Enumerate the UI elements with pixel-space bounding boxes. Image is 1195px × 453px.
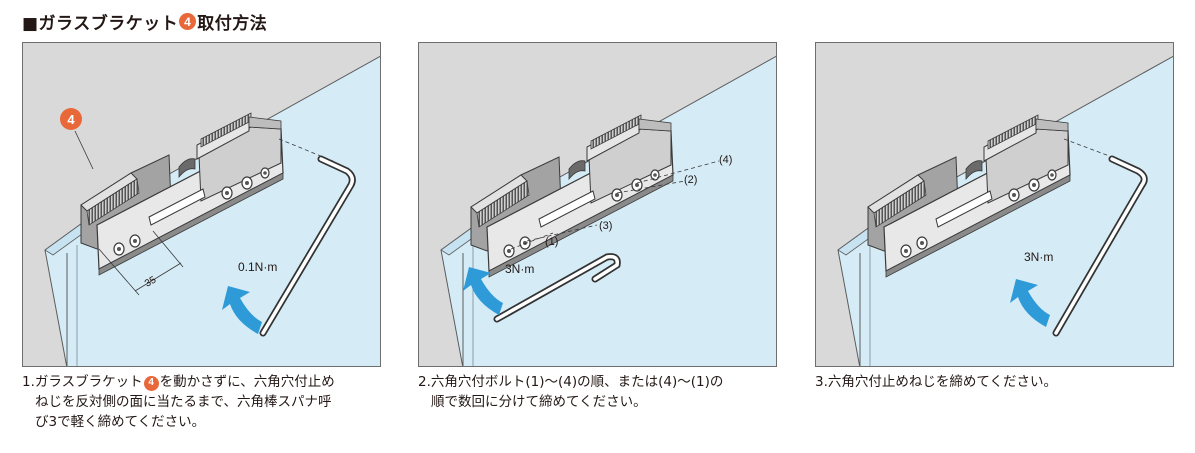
step-2-caption: 2.六角穴付ボルト(1)～(4)の順、または(4)～(1)の 順で数回に分けて締… [418,372,790,412]
section-title: ■ガラスブラケット 4 取付方法 [22,9,267,34]
bolt-label-4: (4) [719,154,732,166]
step-1-badge: 4 [143,375,159,391]
bolt-label-3: (3) [599,220,612,232]
step-3-caption: 3.六角穴付止めねじを締めてください。 [815,372,1187,392]
part-badge-circle [60,108,82,130]
bolt-label-2: (2) [684,174,697,186]
bolt-order-lines [510,160,720,250]
step-3-line-1: 3.六角穴付止めねじを締めてください。 [815,374,1057,390]
hex-key-icon [1052,155,1148,337]
step-1-number: 1. [22,374,35,390]
step-1-line-3: び3で軽く締めてください。 [35,414,206,430]
step-3-illustration: 3N·m [815,42,1174,367]
step-1-text-b: を動かさずに、六角穴付止め [159,374,335,390]
step-1-line-2: ねじを反対側の面に当たるまで、六角棒スパナ呼 [35,394,332,410]
torque-label: 3N·m [505,262,534,276]
step-2-illustration: (1) (2) (3) (4) 3N·m [418,42,777,367]
hex-key-icon [259,155,356,337]
step-1-illustration: 35 4 0.1N·m [22,42,381,367]
title-suffix: 取付方法 [197,14,268,34]
torque-label: 3N·m [1024,250,1053,264]
title-prefix: ■ガラスブラケット [22,14,179,34]
step-2-line-2: 順で数回に分けて締めてください。 [431,394,647,410]
torque-label: 0.1N·m [238,260,277,274]
step-1-text-a: ガラスブラケット [34,374,143,390]
bolt-label-1: (1) [545,236,558,248]
part-number-badge: 4 [179,13,197,30]
step-2-line-1: 2.六角穴付ボルト(1)～(4)の順、または(4)～(1)の [418,374,724,390]
part-badge-number: 4 [67,112,75,127]
dimension-lines [98,230,184,296]
hex-key-icon [493,253,621,323]
dimension-value: 35 [143,274,159,289]
